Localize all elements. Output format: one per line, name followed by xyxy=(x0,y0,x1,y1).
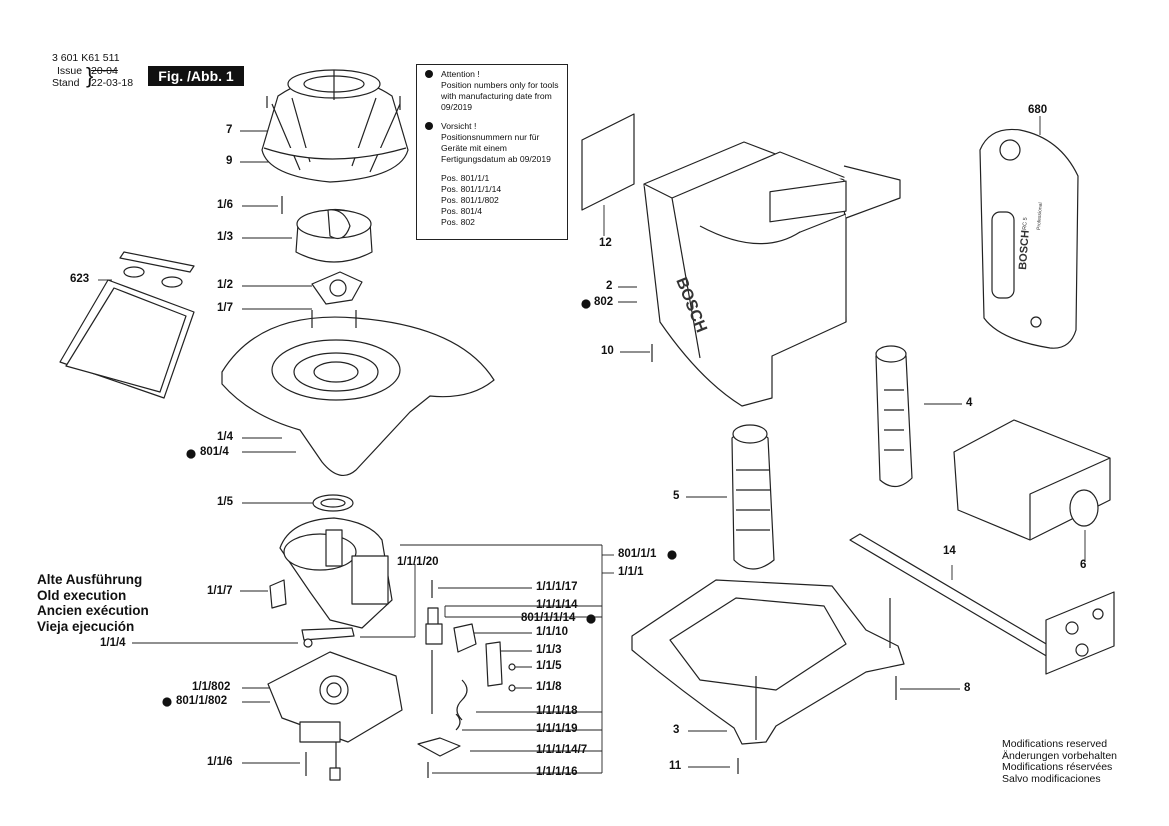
part-label: 1/1/1/20 xyxy=(397,556,439,568)
bullet-icon xyxy=(425,122,433,130)
remote-model-text: RC 5 xyxy=(1022,217,1029,230)
issue-value: 20-04 xyxy=(91,65,118,77)
notice-position: Pos. 802 xyxy=(441,217,475,227)
part-label: 11 xyxy=(669,760,682,772)
old-execution-heading: Alte Ausführung Old execution Ancien exé… xyxy=(37,572,149,634)
part-label: 1/1/5 xyxy=(536,660,562,672)
motor-assembly-part xyxy=(269,517,393,648)
part-label: 2 xyxy=(606,280,613,292)
small-mount-part xyxy=(311,271,363,305)
bullet-icon xyxy=(667,550,677,560)
battery-4-part xyxy=(875,345,913,488)
part-label: 10 xyxy=(601,345,614,357)
part-label: 1/1/8 xyxy=(536,681,562,693)
part-label: 1/5 xyxy=(217,496,233,508)
part-label: 801/4 xyxy=(200,446,229,458)
stand-label: Stand xyxy=(52,77,80,89)
notice-de-body: Positionsnummern nur für Geräte mit eine… xyxy=(441,132,551,164)
small-parts-column xyxy=(417,580,516,778)
part-label: 1/7 xyxy=(217,302,233,314)
part-label: 3 xyxy=(673,724,680,736)
part-label: 1/1/6 xyxy=(207,756,233,768)
part-label: 12 xyxy=(599,237,612,249)
bullet-icon xyxy=(586,614,596,624)
notice-en-body: Position numbers only for tools with man… xyxy=(441,80,559,112)
part-label: 801/1/1 xyxy=(618,548,657,560)
header-bracket: } xyxy=(86,63,94,88)
tripod-base-part xyxy=(631,344,905,774)
figure-title: Fig. /Abb. 1 xyxy=(148,66,244,86)
part-label: 1/1/1/17 xyxy=(536,581,578,593)
notice-de-title: Vorsicht ! xyxy=(441,121,477,131)
remote-control-part: BOSCH RC 5 Professional xyxy=(979,128,1079,349)
notice-de: Vorsicht ! Positionsnummern nur für Gerä… xyxy=(423,121,563,228)
part-label: 1/1/1/14/7 xyxy=(536,744,588,756)
modifications-note: Modifications reserved Änderungen vorbeh… xyxy=(1002,738,1118,786)
notice-en: Attention ! Position numbers only for to… xyxy=(423,69,563,113)
part-label: 801/1/1/14 xyxy=(521,612,576,624)
notice-position: Pos. 801/1/1 xyxy=(441,173,490,183)
label-sheet-part xyxy=(581,113,635,211)
part-label: 1/1/4 xyxy=(100,637,126,649)
notice-en-title: Attention ! xyxy=(441,69,480,79)
bullet-icon xyxy=(186,449,196,459)
part-label: 1/4 xyxy=(217,431,233,443)
part-label: 1/2 xyxy=(217,279,233,291)
battery-5-part xyxy=(731,424,775,570)
issue-label: Issue xyxy=(57,65,83,77)
notice-position: Pos. 801/4 xyxy=(441,206,483,216)
part-label: 1/1/7 xyxy=(207,585,233,597)
leader-lines xyxy=(98,116,1086,774)
part-label: 801/1/802 xyxy=(176,695,228,707)
stand-value: 22-03-18 xyxy=(91,77,134,89)
circuit-board-part xyxy=(267,651,403,781)
part-label: 1/1/1/19 xyxy=(536,723,578,735)
part-label: 802 xyxy=(594,296,614,308)
part-label: 9 xyxy=(226,155,233,167)
bullet-icon xyxy=(162,697,172,707)
bullet-icon xyxy=(581,299,591,309)
cap-part xyxy=(281,196,373,263)
ring-part xyxy=(312,494,354,512)
part-label: 1/1/1/14 xyxy=(536,599,578,611)
part-label: 5 xyxy=(673,490,680,502)
part-label: 4 xyxy=(966,397,973,409)
part-number: 3 601 K61 511 xyxy=(52,52,120,64)
base-housing-part xyxy=(221,310,495,477)
part-label: 1/6 xyxy=(217,199,233,211)
part-label: 14 xyxy=(943,545,956,557)
battery-compartment-part xyxy=(953,419,1111,541)
part-label: 623 xyxy=(70,273,90,285)
notice-position: Pos. 801/1/1/14 xyxy=(441,184,502,194)
notice-box: Attention ! Position numbers only for to… xyxy=(416,64,568,240)
part-label: 1/1/802 xyxy=(192,681,231,693)
part-label: 680 xyxy=(1028,104,1048,116)
strip-part xyxy=(849,533,1115,675)
part-label: 1/1/1/18 xyxy=(536,705,578,717)
notice-position: Pos. 801/1/802 xyxy=(441,195,499,205)
top-cage-part xyxy=(261,69,409,183)
accessory-plate-part xyxy=(59,251,195,399)
main-housing-part: BOSCH xyxy=(643,141,901,407)
bullet-markers xyxy=(162,299,677,707)
part-label: 8 xyxy=(964,682,971,694)
part-label: 1/3 xyxy=(217,231,233,243)
part-label: 1/1/1/16 xyxy=(536,766,578,778)
remote-brand-text: BOSCH xyxy=(1017,230,1032,271)
bullet-icon xyxy=(425,70,433,78)
part-label: 1/1/3 xyxy=(536,644,562,656)
remote-line-text: Professional xyxy=(1036,202,1044,230)
part-label: 1/1/1 xyxy=(618,566,644,578)
part-label: 1/1/10 xyxy=(536,626,568,638)
part-label: 6 xyxy=(1080,559,1087,571)
part-label: 7 xyxy=(226,124,233,136)
